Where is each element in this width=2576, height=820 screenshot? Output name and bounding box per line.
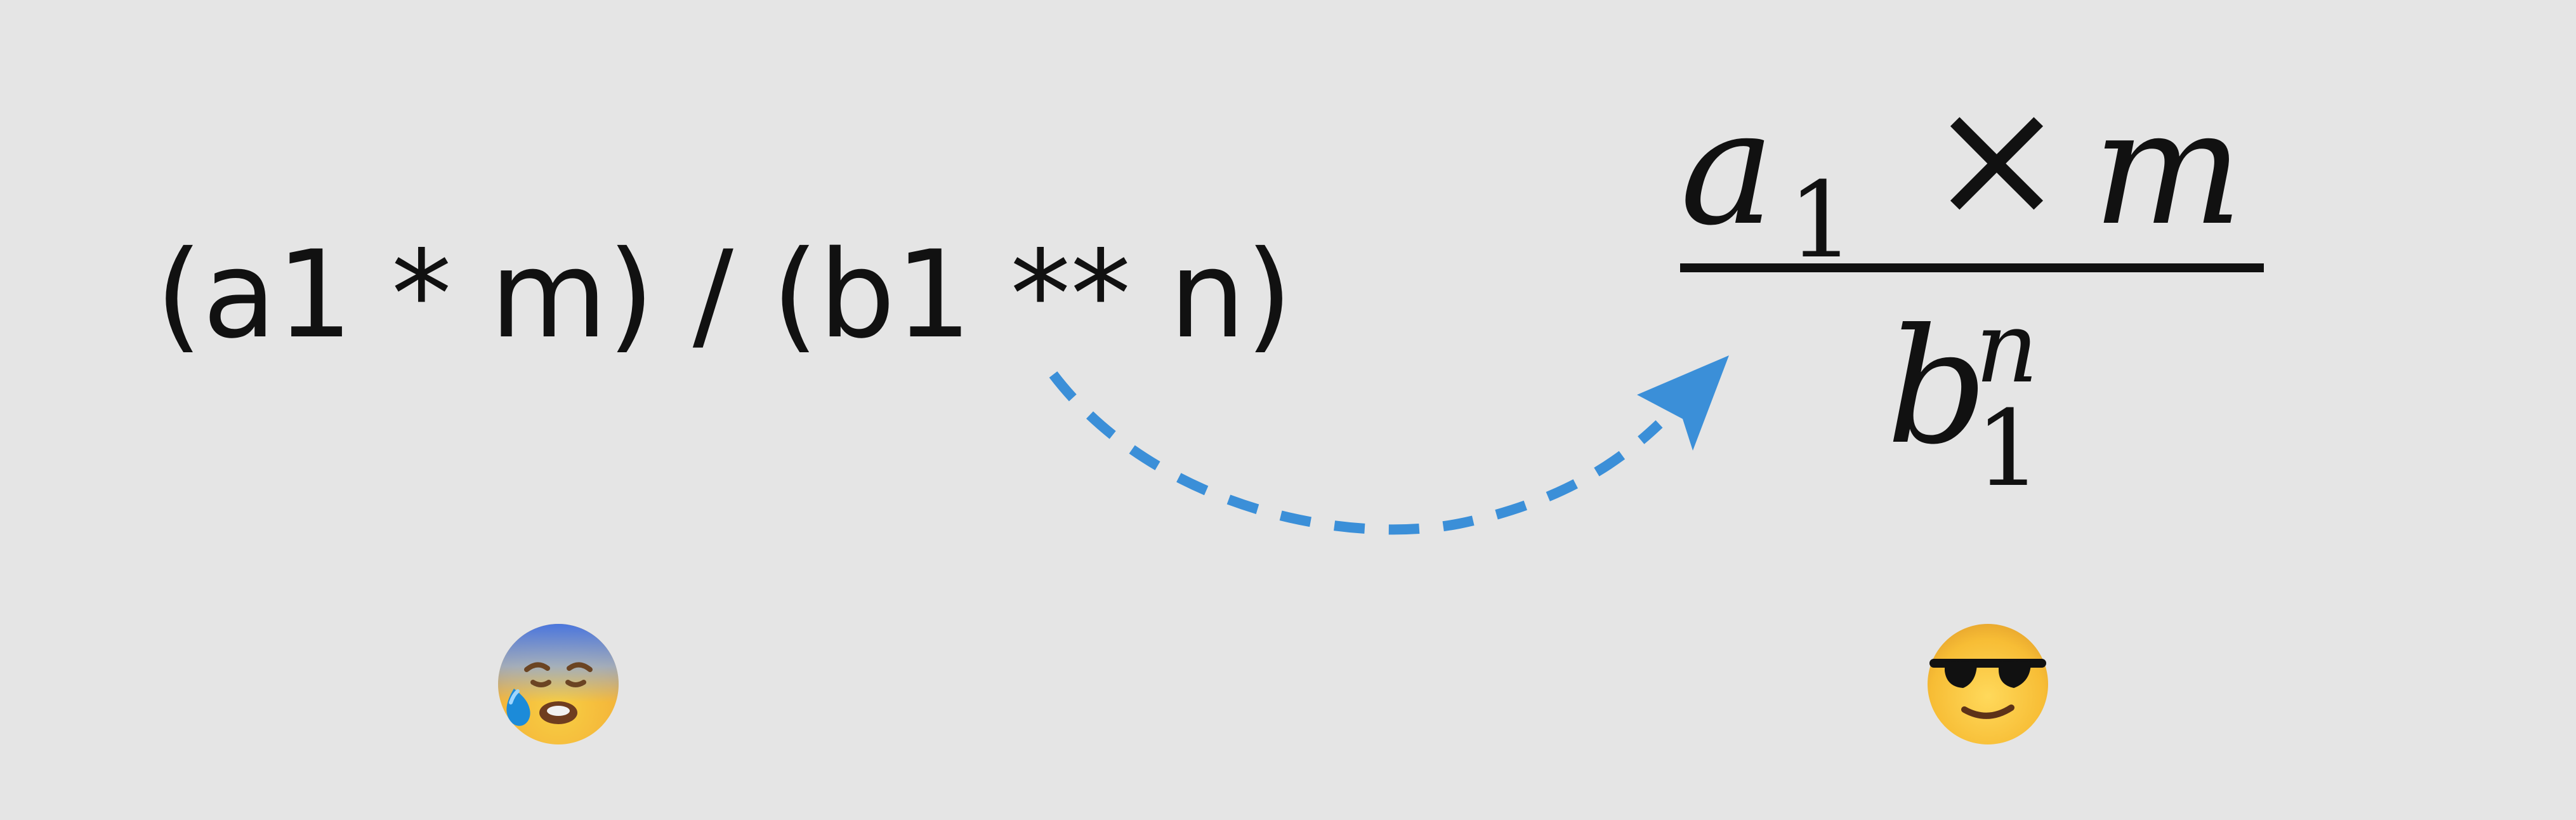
sunglasses-face-icon: [1928, 624, 2048, 744]
multiplication-symbol: ×: [1928, 63, 2066, 255]
numerator-variable: m: [2093, 76, 2244, 260]
denominator-base: b: [1886, 294, 1988, 479]
cool-face-features: [1929, 659, 2046, 719]
dashed-arrow-path: [1049, 371, 1663, 535]
fraction-bar: [1680, 263, 2264, 272]
numerator-subscript: 1: [1788, 159, 1855, 281]
denominator-exponent: n: [1975, 290, 2039, 405]
anxious-face-features: [506, 662, 593, 726]
anxious-face-with-sweat-icon: [498, 624, 619, 744]
latex-fraction: a 1 × m b n 1: [1680, 57, 2264, 514]
python-expression: (a1 * m) / (b1 ** n): [155, 225, 1293, 365]
denominator-subscript: 1: [1975, 388, 2042, 510]
arrow-head: [1637, 355, 1729, 451]
numerator-base: a: [1680, 76, 1775, 260]
